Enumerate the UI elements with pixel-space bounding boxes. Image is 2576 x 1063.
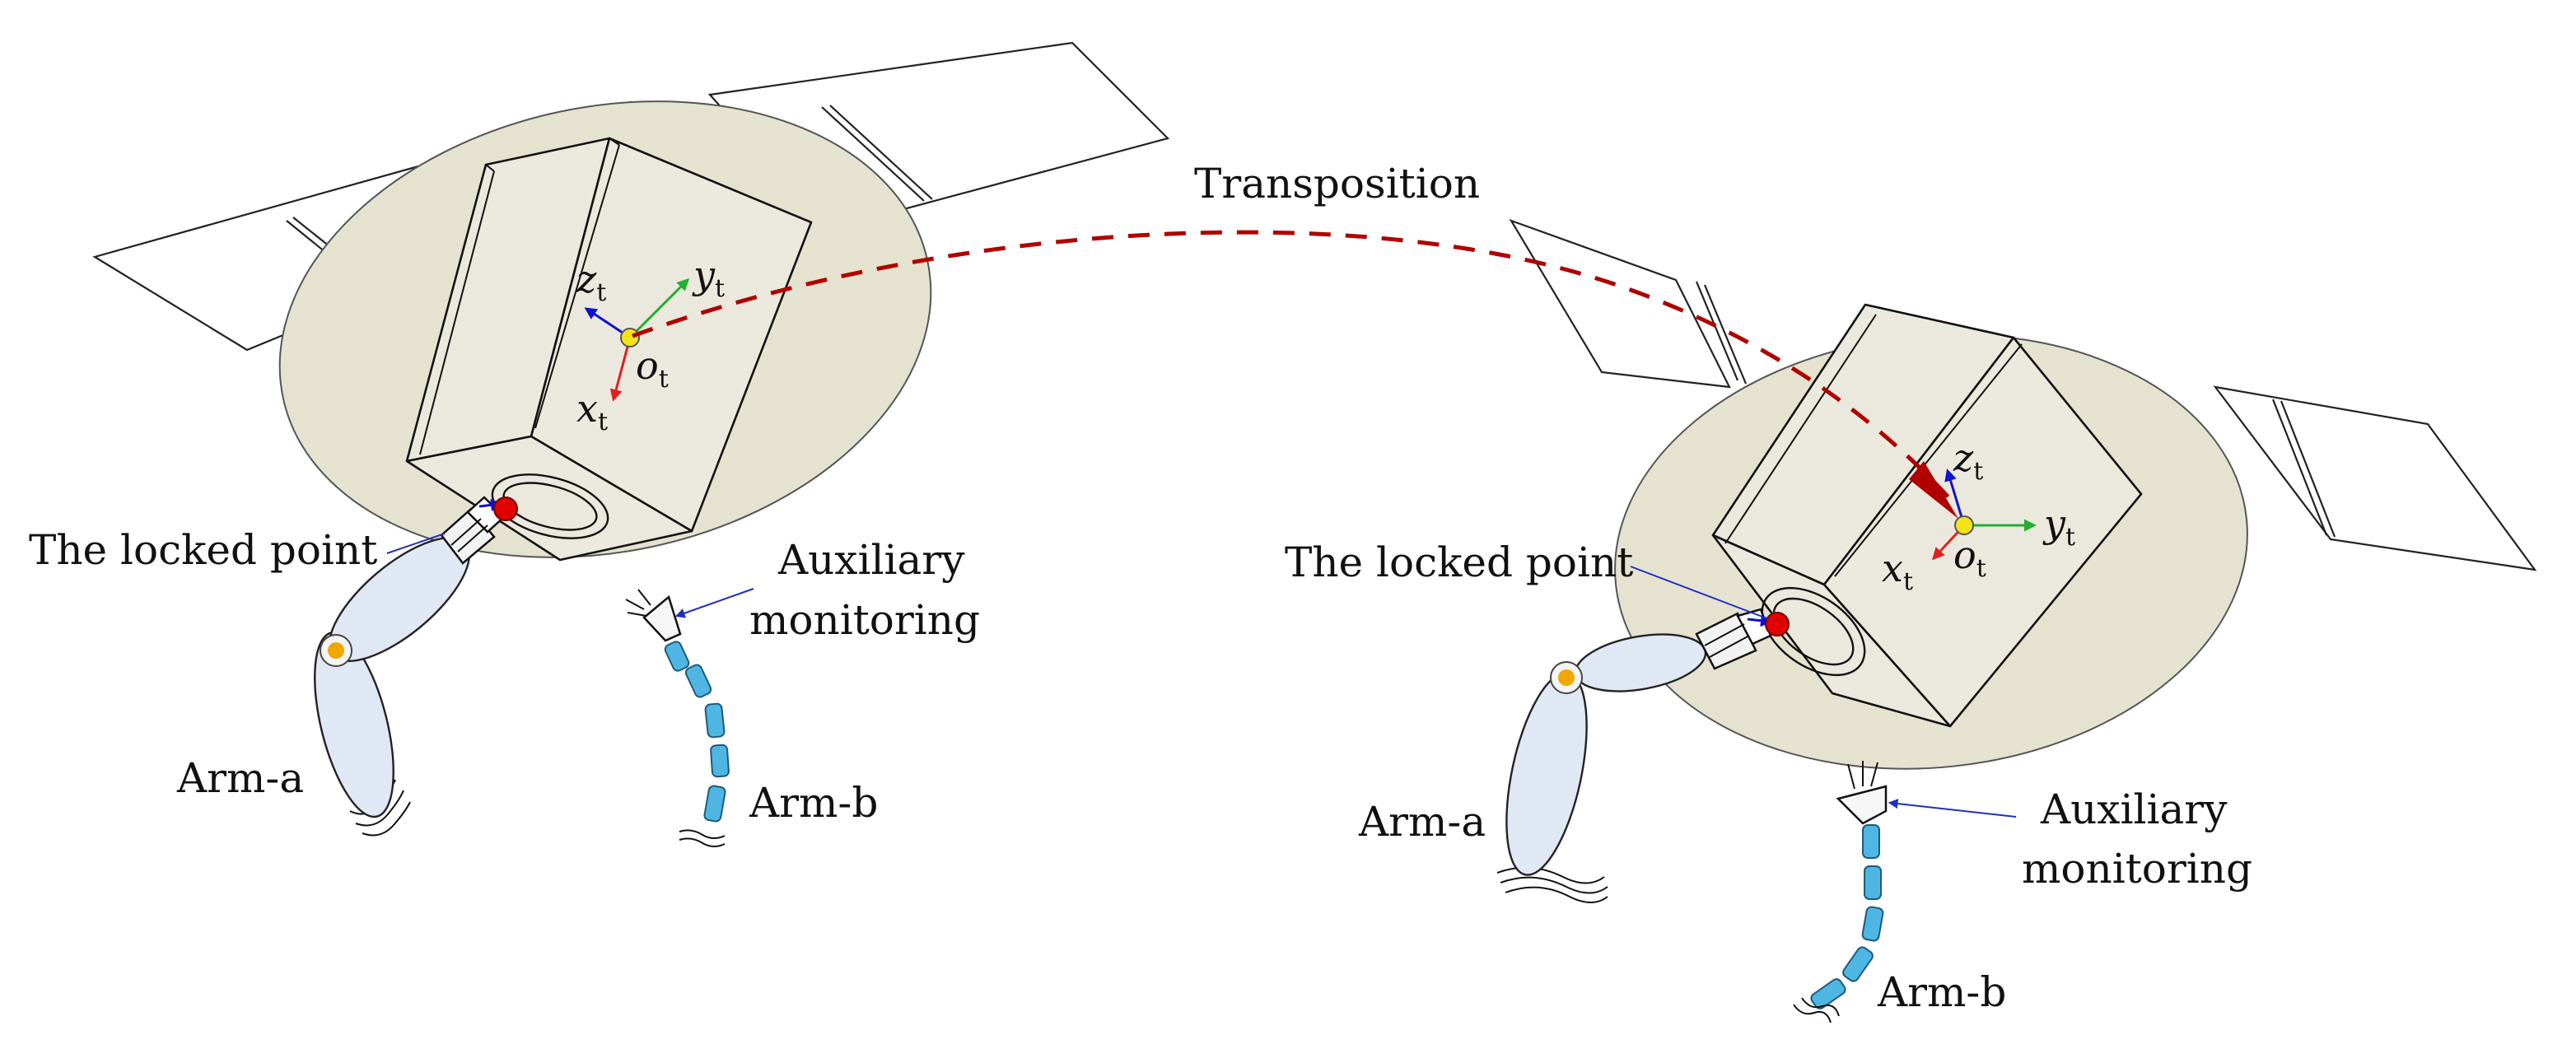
- right-arm-a: [1496, 608, 1790, 903]
- transposition-arrowhead: [1909, 461, 1958, 519]
- left-satellite-body: [405, 137, 813, 562]
- right-solar-panel: [1509, 218, 2537, 571]
- left-arm-a: [314, 496, 518, 837]
- left-y-axis-arrow: [628, 277, 690, 339]
- left-o-label: ot: [636, 343, 669, 394]
- left-y-label: yt: [692, 253, 725, 303]
- right-scene: zt yt ot xt: [1285, 218, 2537, 1023]
- right-auxiliary-camera: [1836, 785, 1888, 825]
- left-scene: zt yt ot xt: [29, 41, 1170, 847]
- left-auxiliary-camera: [642, 594, 682, 642]
- right-y-label: yt: [2042, 501, 2075, 552]
- right-locked-point-label: The locked point: [1285, 538, 1633, 586]
- right-arm-b-label: Arm-b: [1877, 968, 2006, 1016]
- right-locked-point-leader: [1630, 566, 1770, 620]
- left-x-label: xt: [576, 386, 608, 436]
- right-target-frame: zt yt ot xt: [1882, 436, 2075, 596]
- left-arm-b: [625, 589, 730, 847]
- right-arm-b: [1793, 761, 1888, 1023]
- left-locked-point-leader: [386, 533, 446, 554]
- left-arm-a-label: Arm-a: [176, 754, 304, 802]
- right-z-label: zt: [1953, 436, 1983, 486]
- right-docking-ring: [1761, 586, 1866, 677]
- right-auxiliary-label-line2: monitoring: [2022, 845, 2252, 893]
- left-docking-ring: [491, 473, 609, 539]
- right-origin-point: [1954, 515, 1974, 535]
- left-arm-b-label: Arm-b: [749, 779, 878, 827]
- left-auxiliary-label-line2: monitoring: [749, 596, 980, 644]
- right-locked-point-marker: [1765, 612, 1790, 636]
- right-arm-a-lower-link: [1505, 672, 1588, 876]
- transposition-trajectory: [632, 230, 1952, 501]
- left-auxiliary-leader: [674, 588, 754, 618]
- transposition-label: Transposition: [1194, 160, 1480, 207]
- left-z-label: zt: [576, 257, 606, 307]
- right-o-label: ot: [1953, 533, 1986, 583]
- left-x-axis-arrow: [609, 337, 632, 402]
- right-x-label: xt: [1882, 546, 1913, 596]
- left-arm-a-joint: [328, 642, 344, 659]
- right-arm-a-joint: [1558, 669, 1575, 686]
- right-arm-a-label: Arm-a: [1358, 798, 1486, 846]
- right-satellite-body: [1711, 303, 2143, 728]
- right-auxiliary-label-line1: Auxiliary: [2040, 786, 2228, 833]
- left-arm-a-gripper: [440, 496, 506, 565]
- left-locked-point-marker: [493, 497, 518, 521]
- left-target-frame: zt yt ot xt: [576, 253, 725, 436]
- right-auxiliary-leader: [1888, 799, 2017, 818]
- left-auxiliary-label-line1: Auxiliary: [777, 536, 965, 584]
- left-locked-point-label: The locked point: [29, 526, 377, 574]
